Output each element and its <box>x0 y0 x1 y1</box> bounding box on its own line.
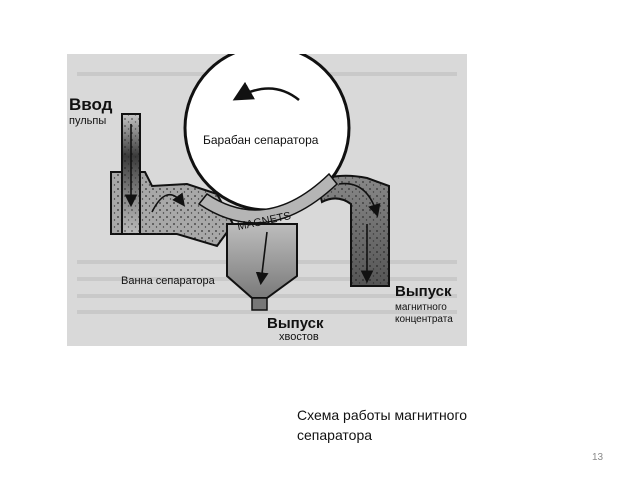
caption-line-1: Схема работы магнитного <box>297 407 468 423</box>
page-number: 13 <box>592 452 604 463</box>
tails-subtitle: хвостов <box>279 331 319 343</box>
tails-outlet <box>251 297 268 311</box>
concentrate-subtitle-2: концентрата <box>395 314 453 325</box>
rotation-arrow-icon <box>232 81 300 101</box>
drum-label: Барабан сепаратора <box>203 133 319 147</box>
tails-title: Выпуск <box>267 315 324 332</box>
input-title: Ввод <box>69 95 113 114</box>
bath-label: Ванна сепаратора <box>121 275 216 287</box>
flow-arrow-icon <box>124 124 381 286</box>
separator-diagram-svg: Ввод пульпы Барабан сепаратора MAGNETS В… <box>67 54 467 346</box>
figure-caption: Схема работы магнитного сепаратора <box>297 405 537 445</box>
concentrate-title: Выпуск <box>395 283 452 300</box>
caption-line-2: сепаратора <box>297 427 373 443</box>
separator-diagram: Ввод пульпы Барабан сепаратора MAGNETS В… <box>67 54 467 346</box>
magnets-block <box>197 172 339 224</box>
input-subtitle: пульпы <box>69 115 106 127</box>
concentrate-subtitle-1: магнитного <box>395 302 447 313</box>
